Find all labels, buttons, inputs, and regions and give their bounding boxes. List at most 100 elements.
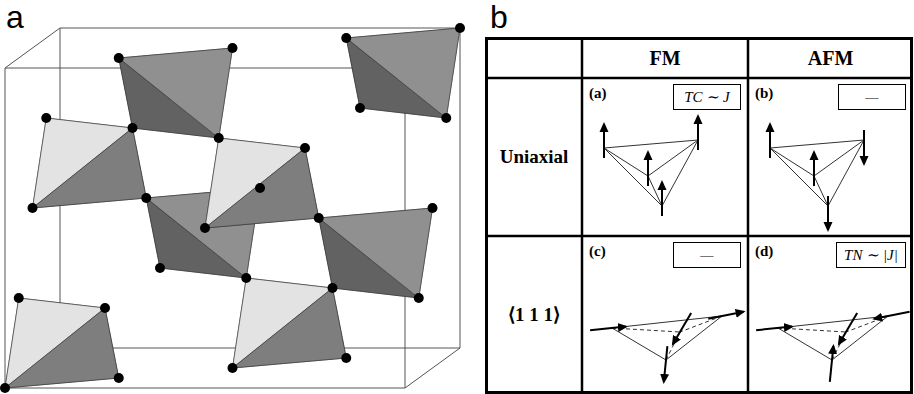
spin-tetrahedron — [590, 312, 743, 382]
lattice-site — [355, 103, 365, 113]
tetrahedron-face — [5, 298, 119, 388]
tetrahedron-face — [319, 208, 433, 298]
lattice-site — [41, 113, 51, 123]
spin-arrow — [830, 346, 834, 382]
temperature-label: — — [865, 88, 878, 106]
spin-arrow — [603, 124, 605, 158]
lattice-site — [114, 373, 124, 383]
temperature-label: TN ∼ |J| — [844, 246, 898, 264]
pyrochlore-cube — [0, 23, 465, 393]
spin-tetrahedron — [770, 124, 864, 230]
cube-edge — [5, 388, 405, 389]
tetrahedron-edge — [666, 316, 722, 360]
table-rule — [486, 235, 913, 238]
header-text: FM — [649, 47, 680, 70]
panel-tag: (c) — [589, 243, 606, 259]
spin-arrow — [708, 312, 743, 319]
lattice-site — [428, 203, 438, 213]
tetrahedron-edge — [604, 148, 648, 176]
row-header: Uniaxial — [486, 78, 582, 236]
tetrahedron-face — [33, 118, 147, 208]
spin-tetrahedron — [756, 312, 909, 382]
panel-tag: (d) — [755, 243, 773, 259]
tetrahedron-edge — [680, 316, 722, 332]
lattice-site — [455, 23, 465, 33]
table-rule — [747, 38, 750, 393]
cube-edge — [60, 28, 460, 29]
spin-arrow — [839, 313, 857, 344]
lattice-site — [14, 293, 24, 303]
lattice-site — [414, 293, 424, 303]
lattice-site — [28, 203, 38, 213]
spin-arrow — [664, 346, 668, 382]
panel-tag: (a) — [589, 85, 607, 101]
tetrahedron-edge — [612, 328, 666, 360]
lattice-site — [155, 263, 165, 273]
table-rule — [486, 77, 913, 80]
tetrahedron-edge — [846, 316, 888, 332]
spin-arrow — [647, 152, 649, 186]
tetrahedron-edge — [648, 176, 662, 206]
lattice-site — [241, 273, 251, 283]
lattice-site — [228, 363, 238, 373]
tetrahedron-edge — [604, 140, 698, 148]
lattice-site — [200, 223, 210, 233]
temperature-box: TN ∼ |J| — [836, 242, 906, 268]
tetrahedron-face — [33, 128, 147, 208]
tetrahedron-edge — [814, 140, 864, 176]
tetrahedron-edge — [648, 140, 698, 176]
lattice-site — [100, 303, 110, 313]
cube-edge — [5, 28, 60, 68]
cube-edge — [5, 68, 6, 388]
lattice-site — [228, 43, 238, 53]
spin-arrow — [756, 327, 792, 331]
lattice-site — [141, 193, 151, 203]
table-cell: (d) TN ∼ |J| — [748, 236, 913, 393]
spin-arrow — [697, 116, 699, 150]
temperature-box: — — [673, 242, 741, 268]
header-text: Uniaxial — [500, 146, 569, 168]
lattice-site — [128, 123, 138, 133]
header-text: AFM — [808, 47, 854, 70]
tetrahedron-face — [233, 288, 347, 368]
table-cell: (a) TC ∼ J — [582, 78, 748, 236]
lattice-site — [214, 133, 224, 143]
spin-arrow — [590, 327, 626, 331]
temperature-box: — — [838, 84, 906, 110]
column-header: AFM — [748, 38, 913, 78]
tetrahedron-edge — [828, 140, 864, 206]
table-cell: (b) — — [748, 78, 913, 236]
lattice-site — [300, 143, 310, 153]
lattice-site — [255, 183, 265, 193]
tetrahedron-edge — [832, 316, 888, 360]
tetrahedron-edge — [814, 176, 828, 206]
lattice-site — [341, 33, 351, 43]
panel-tag: (b) — [755, 85, 773, 101]
tetrahedron-edge — [778, 328, 832, 360]
tetrahedron-edge — [662, 140, 698, 206]
spin-arrow — [874, 312, 909, 319]
lattice-site — [114, 53, 124, 63]
header-text: ⟨1 1 1⟩ — [508, 303, 560, 326]
spin-tetrahedron — [604, 116, 698, 216]
lattice-site — [0, 383, 10, 393]
panel-label: b — [490, 1, 508, 33]
lattice-site — [328, 283, 338, 293]
temperature-box: TC ∼ J — [673, 84, 741, 110]
tetrahedron-face — [346, 28, 460, 118]
tetrahedron-face — [119, 48, 233, 138]
spin-arrow — [863, 130, 865, 164]
tetrahedron-edge — [604, 148, 662, 206]
table-border — [487, 39, 912, 393]
row-header: ⟨1 1 1⟩ — [486, 236, 582, 393]
tetrahedron-face — [5, 308, 119, 388]
tetrahedron-edge — [612, 328, 680, 332]
table-rule — [581, 38, 584, 393]
temperature-label: TC ∼ J — [684, 88, 730, 106]
tetrahedron-edge — [778, 328, 846, 332]
temperature-label: — — [700, 246, 713, 264]
tetrahedron-edge — [770, 148, 814, 176]
spin-arrow — [827, 196, 829, 230]
